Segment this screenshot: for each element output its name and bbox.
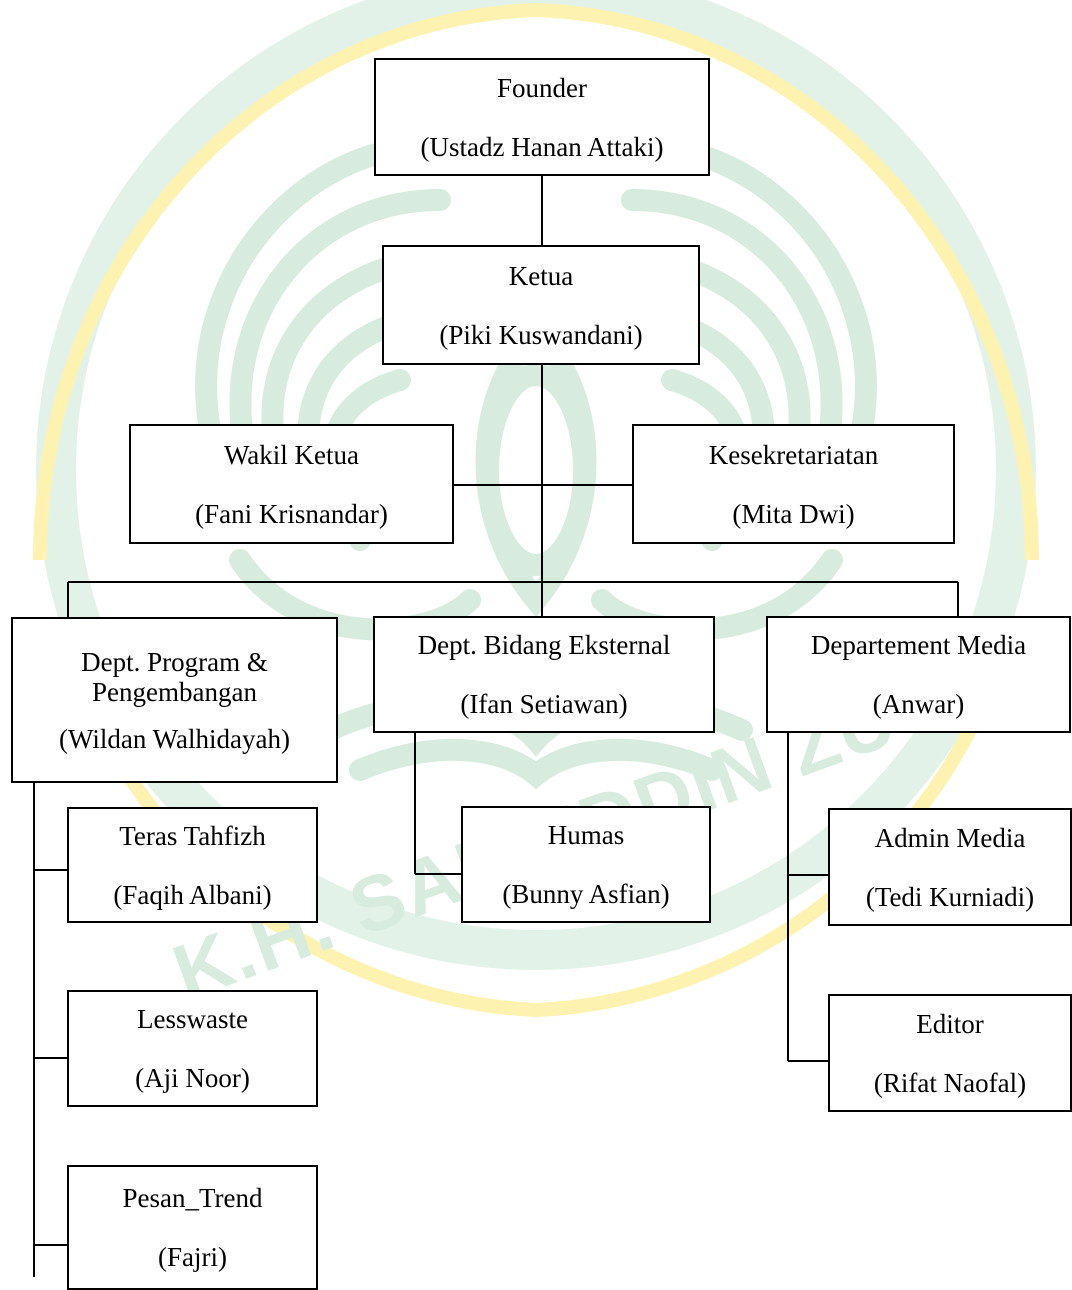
node-admin-media: Admin Media (Tedi Kurniadi) <box>828 808 1072 926</box>
node-title: Kesekretariatan <box>708 439 879 470</box>
node-kesekretariatan: Kesekretariatan (Mita Dwi) <box>632 424 955 544</box>
node-title: Editor <box>916 1008 984 1039</box>
node-person: (Fani Krisnandar) <box>195 498 388 529</box>
node-title: Dept. Bidang Eksternal <box>417 630 671 660</box>
node-lesswaste: Lesswaste (Aji Noor) <box>67 990 318 1107</box>
node-person: (Anwar) <box>872 689 965 719</box>
node-person: (Ifan Setiawan) <box>460 689 628 719</box>
node-person: (Bunny Asfian) <box>502 879 670 909</box>
node-humas: Humas (Bunny Asfian) <box>461 806 711 923</box>
node-title: Ketua <box>508 260 574 291</box>
node-dept-eksternal: Dept. Bidang Eksternal (Ifan Setiawan) <box>373 616 715 733</box>
node-person: (Piki Kuswandani) <box>439 319 643 350</box>
node-dept-program: Dept. Program & Pengembangan (Wildan Wal… <box>11 617 338 783</box>
node-editor: Editor (Rifat Naofal) <box>828 994 1072 1112</box>
node-pesan-trend: Pesan_Trend (Fajri) <box>67 1165 318 1290</box>
node-person: (Ustadz Hanan Attaki) <box>420 131 664 162</box>
node-teras-tahfizh: Teras Tahfizh (Faqih Albani) <box>67 807 318 923</box>
node-wakil-ketua: Wakil Ketua (Fani Krisnandar) <box>129 424 454 544</box>
node-title: Admin Media <box>874 822 1026 853</box>
node-title: Wakil Ketua <box>223 439 360 470</box>
node-person: (Wildan Walhidayah) <box>59 723 290 754</box>
node-title: Teras Tahfizh <box>119 820 266 851</box>
node-title: Pesan_Trend <box>122 1183 263 1213</box>
node-person: (Faqih Albani) <box>113 879 272 910</box>
node-person: (Tedi Kurniadi) <box>865 881 1035 912</box>
node-person: (Rifat Naofal) <box>873 1067 1027 1098</box>
node-founder: Founder (Ustadz Hanan Attaki) <box>374 58 710 176</box>
node-title: Departement Media <box>810 630 1027 660</box>
node-title-line2: Pengembangan <box>92 676 257 707</box>
node-person: (Aji Noor) <box>135 1063 250 1093</box>
node-title: Humas <box>547 820 625 850</box>
node-title: Lesswaste <box>137 1004 248 1034</box>
node-dept-media: Departement Media (Anwar) <box>766 616 1071 733</box>
node-person: (Fajri) <box>158 1242 227 1272</box>
node-ketua: Ketua (Piki Kuswandani) <box>382 245 700 365</box>
node-person: (Mita Dwi) <box>732 498 855 529</box>
node-title: Founder <box>497 72 587 103</box>
node-title-line1: Dept. Program & <box>81 646 268 677</box>
